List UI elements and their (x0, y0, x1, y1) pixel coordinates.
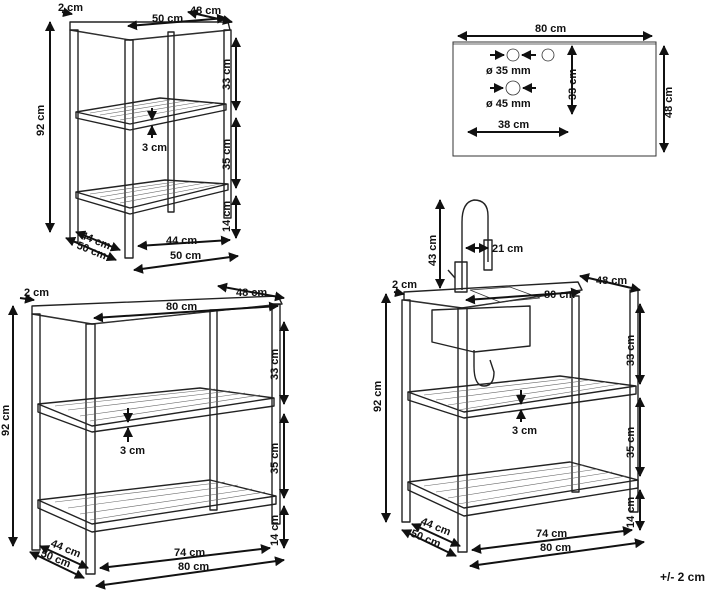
faucet-spout (461, 199, 489, 290)
tolerance-note: +/- 2 cm (660, 570, 705, 584)
countertop-plan-view: 80 cm 48 cm 33 cm ø 35 mm ø 45 mm 38 cm (452, 23, 675, 157)
small-height-label: 92 cm (35, 105, 47, 136)
sink-shelf-thickness-label: 3 cm (512, 425, 537, 437)
sink-upper-gap-label: 33 cm (625, 335, 637, 366)
sink-bottom-clearance-label: 14 cm (625, 497, 637, 528)
large-bottom-shelf (37, 479, 277, 525)
plan-large-hole-label: ø 45 mm (486, 98, 531, 110)
sink-top-depth-label: 48 cm (596, 275, 627, 287)
large-top-width-label: 80 cm (166, 301, 197, 313)
large-back-right-leg (271, 303, 281, 525)
sink-middle-gap-label: 35 cm (625, 427, 637, 458)
large-middle-gap-label: 35 cm (269, 443, 281, 474)
small-middle-gap-label: 35 cm (221, 139, 233, 170)
small-front-left-leg (69, 29, 79, 243)
sink-faucet-height-label: 43 cm (427, 235, 439, 266)
large-leg-width-label: 2 cm (24, 287, 49, 299)
sink-height-label: 92 cm (372, 381, 384, 412)
small-bottom-shelf (75, 179, 229, 209)
small-base-width-label: 50 cm (170, 250, 201, 262)
plan-depth-label: 48 cm (663, 87, 675, 118)
small-shelf-unit: 2 cm 50 cm 48 cm 92 cm 33 cm 35 cm 14 cm… (35, 2, 241, 274)
plan-small-hole-label: ø 35 mm (486, 65, 531, 77)
plan-hole-offset-x-label: 38 cm (498, 119, 529, 131)
sink-leg-width-label: 2 cm (392, 279, 417, 291)
small-upper-gap-label: 33 cm (221, 59, 233, 90)
large-upper-gap-label: 33 cm (269, 349, 281, 380)
small-base-width-inner-label: 44 cm (166, 235, 197, 247)
plan-width-label: 80 cm (535, 23, 566, 35)
small-bottom-clearance-label: 14 cm (221, 201, 233, 232)
large-front-left-leg (31, 313, 41, 551)
large-base-width-inner-label: 74 cm (174, 547, 205, 559)
large-top-depth-label: 48 cm (236, 287, 267, 299)
large-hole-circle (505, 80, 521, 96)
large-shelf-thickness-label: 3 cm (120, 445, 145, 457)
large-bottom-clearance-label: 14 cm (269, 515, 281, 546)
small-front-right-leg (124, 39, 134, 259)
sink-top-width-label: 80 cm (544, 289, 575, 301)
large-top-board (31, 295, 283, 325)
large-height-label: 92 cm (0, 405, 12, 436)
small-hole-circle (506, 48, 520, 62)
sink-bottom-shelf (407, 461, 639, 509)
faucet-body (454, 261, 468, 293)
small-leg-width-label: 2 cm (58, 2, 83, 14)
sink-spout-reach-label: 21 cm (492, 243, 523, 255)
sink-drain-trap (473, 350, 495, 387)
faucet-spray-head (483, 239, 493, 271)
small-top-width-label: 50 cm (152, 13, 183, 25)
sink-shelf-unit: 43 cm 21 cm 2 cm 80 cm 48 cm 92 cm 33 cm… (372, 199, 645, 570)
sink-front-right-leg (457, 307, 468, 553)
sink-base-width-label: 80 cm (540, 542, 571, 554)
sink-base-width-inner-label: 74 cm (536, 528, 567, 540)
small-shelf-thickness-label: 3 cm (142, 142, 167, 154)
tap-hole-circle (541, 48, 555, 62)
small-top-depth-label: 48 cm (190, 5, 221, 17)
plan-hole-offset-y-label: 33 cm (567, 69, 579, 100)
large-base-width-label: 80 cm (178, 561, 209, 573)
sink-front-left-leg (401, 299, 411, 523)
countertop-outline (452, 41, 657, 157)
large-shelf-unit: 2 cm 80 cm 48 cm 92 cm 33 cm 35 cm 14 cm… (0, 282, 289, 590)
sink-basin (431, 305, 531, 353)
large-front-right-leg (85, 323, 96, 575)
